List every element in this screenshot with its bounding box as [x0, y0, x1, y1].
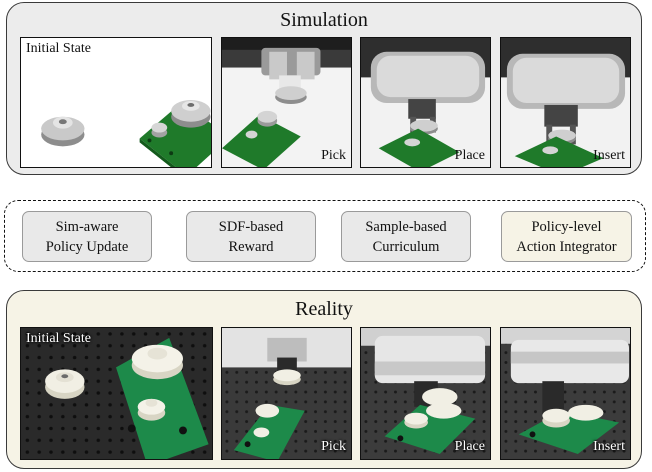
sim-pick-label: Pick	[321, 148, 346, 163]
module-line1: Policy-level	[531, 218, 602, 235]
module-line2: Reward	[228, 238, 274, 255]
sim-pick-scene	[222, 38, 351, 167]
sim-frame-initial-state: Initial State	[20, 37, 212, 168]
module-line2: Curriculum	[372, 238, 440, 255]
real-place-label: Place	[454, 439, 485, 454]
real-initial-scene	[21, 328, 212, 459]
reality-title: Reality	[295, 298, 353, 320]
module-line2: Policy Update	[45, 238, 129, 255]
real-place-scene	[361, 328, 490, 459]
module-sim-aware-policy-update: Sim-aware Policy Update	[22, 211, 152, 262]
module-line1: Sim-aware	[55, 218, 119, 235]
module-line1: SDF-based	[218, 218, 284, 235]
real-pick-label: Pick	[321, 439, 346, 454]
real-initial-state-label: Initial State	[26, 331, 91, 346]
real-insert-scene	[501, 328, 630, 459]
sim-frame-place: Place	[360, 37, 491, 168]
sim-insert-label: Insert	[593, 148, 625, 163]
sim-initial-state-label: Initial State	[26, 41, 91, 56]
simulation-title: Simulation	[280, 9, 368, 31]
real-frame-place: Place	[360, 327, 491, 460]
real-frame-initial-state: Initial State	[20, 327, 213, 460]
module-sample-based-curriculum: Sample-based Curriculum	[341, 211, 471, 262]
module-policy-level-action-integrator: Policy-level Action Integrator	[501, 211, 632, 262]
sim-initial-scene	[41, 100, 211, 167]
real-pick-scene	[222, 328, 351, 459]
module-line2: Action Integrator	[516, 238, 617, 255]
sim-place-scene	[361, 38, 490, 167]
sim-insert-scene	[501, 38, 630, 167]
sim-frame-pick: Pick	[221, 37, 352, 168]
sim-place-label: Place	[454, 148, 485, 163]
real-insert-label: Insert	[593, 439, 625, 454]
training-modules-box	[4, 200, 646, 272]
real-frame-pick: Pick	[221, 327, 352, 460]
sim-frame-insert: Insert	[500, 37, 631, 168]
module-line1: Sample-based	[365, 218, 447, 235]
real-frame-insert: Insert	[500, 327, 631, 460]
module-sdf-based-reward: SDF-based Reward	[186, 211, 316, 262]
